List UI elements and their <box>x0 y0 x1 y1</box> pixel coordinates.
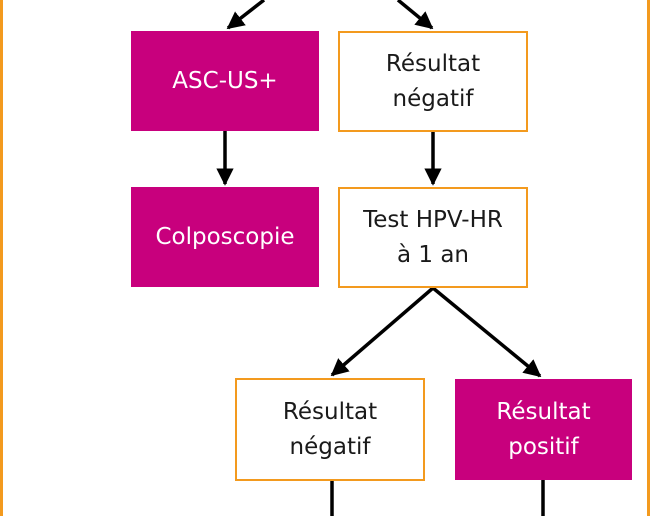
frame-border-left <box>0 0 3 516</box>
node-colposcopie: Colposcopie <box>131 187 319 287</box>
arrow-test-to-positif <box>431 286 542 378</box>
node-test-hpv-hr: Test HPV-HR à 1 an <box>338 187 528 288</box>
arrow-test-to-negatif <box>330 286 435 377</box>
node-asc-us: ASC-US+ <box>131 31 319 131</box>
node-resultat-negatif-2: Résultat négatif <box>235 378 425 481</box>
node-resultat-negatif-1: Résultat négatif <box>338 31 528 132</box>
node-resultat-negatif-1-label: Résultat négatif <box>385 50 481 112</box>
frame-border-right <box>647 0 650 516</box>
arrow-top-right <box>396 0 434 30</box>
node-resultat-negatif-2-label: Résultat négatif <box>282 398 378 460</box>
node-colposcopie-label: Colposcopie <box>155 223 295 250</box>
node-resultat-positif: Résultat positif <box>455 379 632 480</box>
node-asc-us-label: ASC-US+ <box>172 67 278 94</box>
arrow-top-left <box>226 0 266 30</box>
node-resultat-positif-label: Résultat positif <box>496 398 591 460</box>
node-test-hpv-hr-label: Test HPV-HR à 1 an <box>363 206 503 268</box>
